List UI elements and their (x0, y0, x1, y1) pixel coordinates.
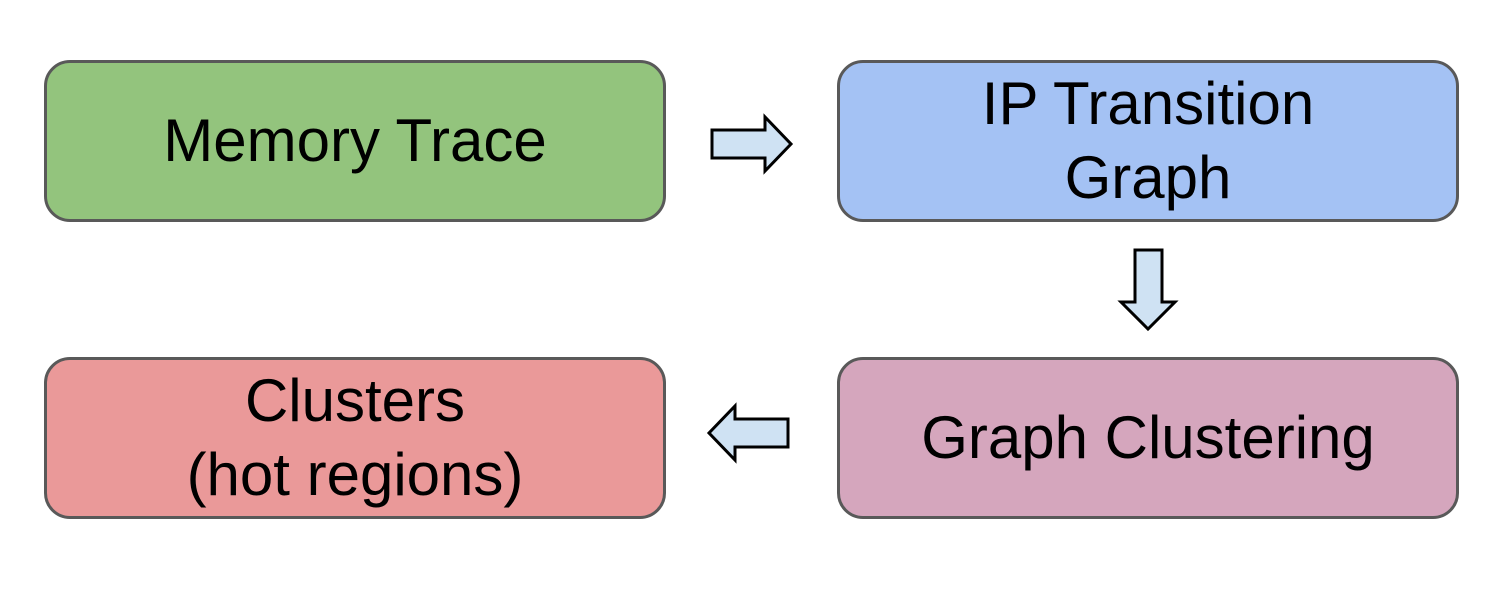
arrow-down-icon (1117, 248, 1179, 332)
memory-trace-label: Memory Trace (163, 107, 547, 174)
clusters-label-line-1: Clusters (244, 367, 466, 434)
memory-trace-box: Memory Trace (44, 60, 666, 222)
graph-clustering-label: Graph Clustering (921, 404, 1375, 471)
clusters-box: Clusters (hot regions) (44, 357, 666, 519)
ip-transition-graph-label-line-2: Graph (1064, 144, 1232, 211)
ip-transition-graph-label-line-1: IP Transition (981, 70, 1315, 137)
arrow-right-icon (710, 113, 794, 175)
arrow-left-icon (706, 402, 790, 464)
clusters-label-line-2: (hot regions) (186, 441, 524, 508)
ip-transition-graph-box: IP Transition Graph (837, 60, 1459, 222)
graph-clustering-box: Graph Clustering (837, 357, 1459, 519)
